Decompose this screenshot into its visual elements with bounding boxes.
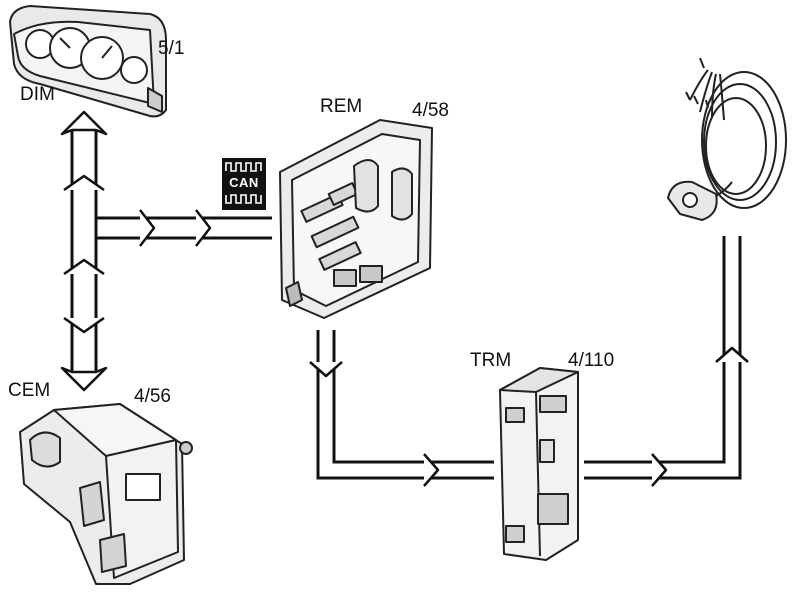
chevron-up-icon <box>63 174 105 192</box>
chevron-right-icon <box>651 453 668 487</box>
square-wave-icon <box>225 162 262 172</box>
chevron-down-icon <box>63 316 105 334</box>
chevron-right-icon <box>195 209 212 247</box>
trm-module-label: TRM <box>470 350 512 371</box>
chevron-up-icon <box>63 258 105 276</box>
dim-module-number: 5/1 <box>158 38 185 59</box>
rem-module-drawing <box>279 119 433 319</box>
trm-module-drawing <box>499 367 579 561</box>
trm-module-number: 4/110 <box>568 350 615 371</box>
can-bus-badge: CAN <box>222 158 266 210</box>
chevron-up-icon <box>715 346 749 363</box>
bus-direction-chevrons <box>60 110 749 487</box>
trailer-connector-cable-drawing <box>667 57 787 221</box>
chevron-right-icon <box>139 209 156 247</box>
chevron-right-icon <box>423 453 440 487</box>
bus-connection-lines <box>70 130 742 480</box>
dim-module-label: DIM <box>20 84 55 105</box>
chevron-down-icon <box>60 366 108 392</box>
square-wave-icon <box>225 194 262 204</box>
chevron-up-icon <box>60 110 108 136</box>
can-bus-label: CAN <box>229 175 259 190</box>
chevron-down-icon <box>309 361 343 378</box>
cem-module-number: 4/56 <box>134 386 171 407</box>
rem-module-number: 4/58 <box>412 100 449 121</box>
cem-module-drawing <box>19 403 193 585</box>
cem-module-label: CEM <box>8 380 51 401</box>
dim-instrument-cluster-drawing <box>9 5 167 118</box>
rem-module-label: REM <box>320 96 363 117</box>
